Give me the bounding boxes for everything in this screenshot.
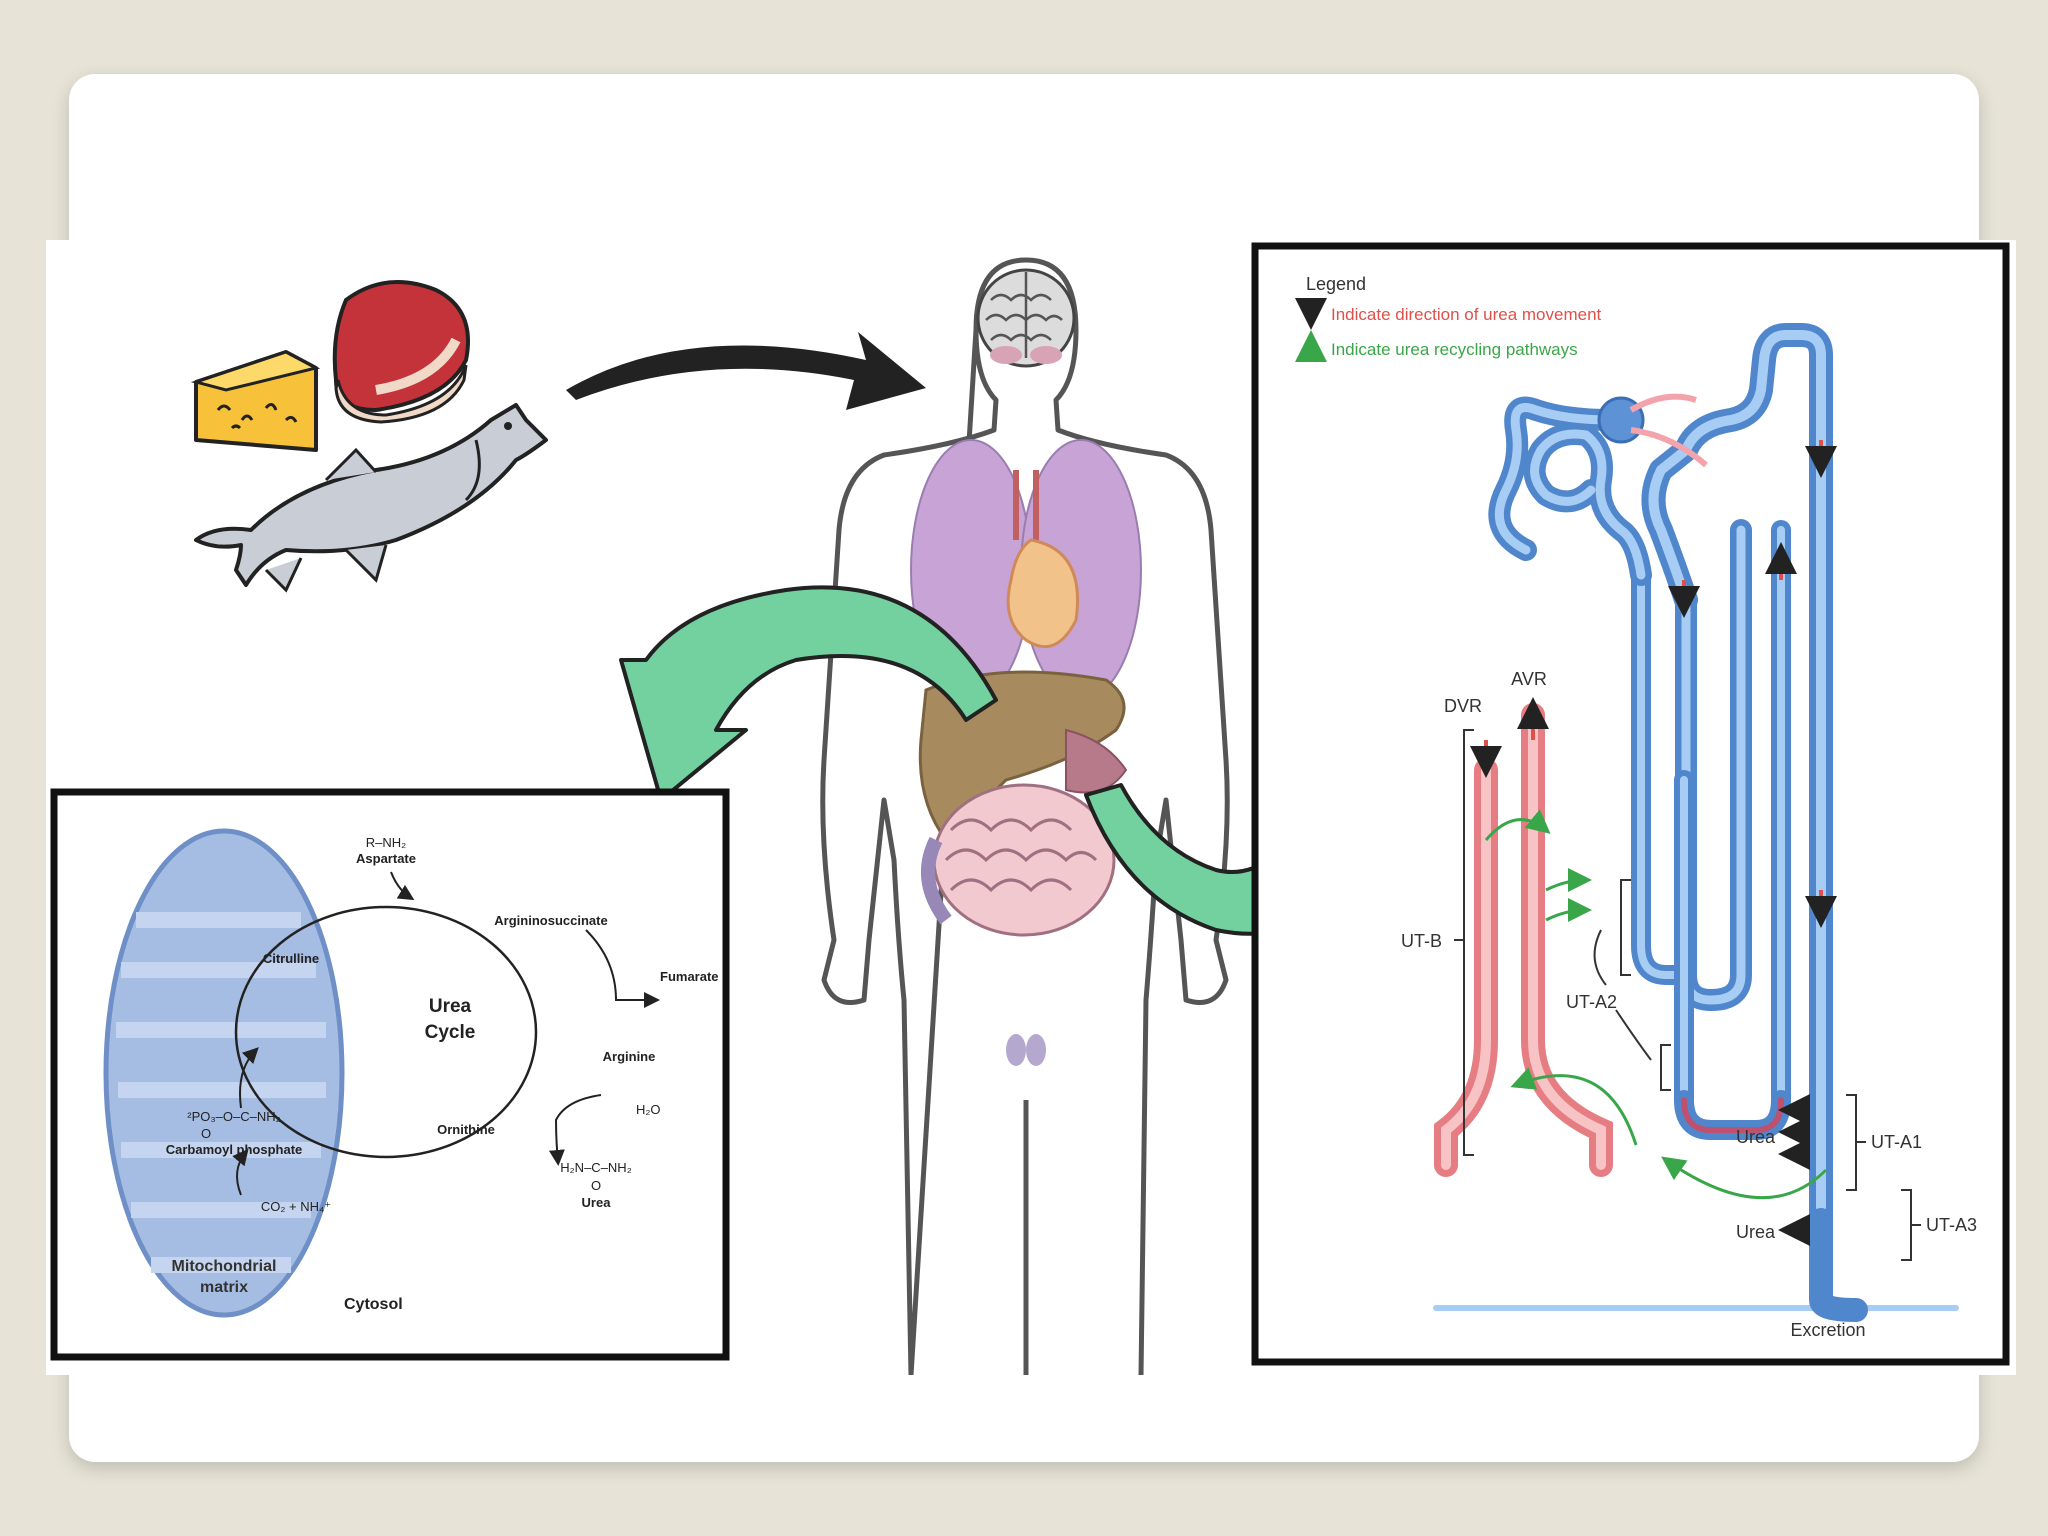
matrix-label-2: matrix xyxy=(200,1279,248,1296)
kidney-small-icon xyxy=(1006,1034,1046,1066)
urea-physiology-diagram: R–NH₂ Aspartate Argininosuccinate Fumara… xyxy=(50,242,2010,1378)
urea-recycling-arrows xyxy=(1484,809,1828,1200)
kidney-panel: Legend Indicate direction of urea moveme… xyxy=(1251,242,2010,1366)
food-group xyxy=(190,280,548,593)
dvr-label: DVR xyxy=(1444,696,1482,716)
urea-oxygen-label: O xyxy=(591,1178,601,1193)
transporter-brackets xyxy=(1454,729,1921,1261)
legend-title: Legend xyxy=(1306,274,1366,294)
meat-icon xyxy=(332,280,470,424)
urea-movement-arrows xyxy=(1470,440,1837,1246)
co2-nh4-label: CO₂ + NH₄⁺ xyxy=(261,1199,331,1214)
urea-label-1: Urea xyxy=(1736,1127,1776,1147)
intestines-icon xyxy=(921,783,1116,937)
avr-label: AVR xyxy=(1511,669,1547,689)
ut-b-label: UT-B xyxy=(1401,931,1442,951)
urea-label-2: Urea xyxy=(1736,1222,1776,1242)
urea-formula-label: H₂N–C–NH₂ xyxy=(560,1160,632,1175)
ut-a3-label: UT-A3 xyxy=(1926,1215,1977,1235)
h2o-label: H₂O xyxy=(636,1102,661,1117)
fish-icon xyxy=(194,403,548,593)
cytosol-label: Cytosol xyxy=(344,1296,403,1313)
legend-green-text: Indicate urea recycling pathways xyxy=(1331,340,1578,359)
digestion-arrow xyxy=(566,332,926,410)
vasa-recta xyxy=(1434,703,1613,1177)
mitochondrion-icon xyxy=(103,828,345,1318)
ut-a2-label: UT-A2 xyxy=(1566,992,1617,1012)
urea-cycle-title-1: Urea xyxy=(429,996,472,1017)
kidney-legend: Legend Indicate direction of urea moveme… xyxy=(1295,274,1602,362)
heart-icon xyxy=(1006,538,1079,649)
argininosuccinate-label: Argininosuccinate xyxy=(494,913,607,928)
citrulline-label: Citrulline xyxy=(263,951,319,966)
carbamoyl-formula-label: ²PO₃–O–C–NH₂ xyxy=(187,1109,280,1124)
cheese-icon xyxy=(190,350,321,452)
urea-cycle-panel: R–NH₂ Aspartate Argininosuccinate Fumara… xyxy=(50,788,730,1361)
aspartate-label: Aspartate xyxy=(356,851,416,866)
human-body xyxy=(820,257,1230,1378)
ornithine-label: Ornithine xyxy=(437,1122,495,1137)
nephron-tubules xyxy=(1433,323,1959,1322)
fumarate-label: Fumarate xyxy=(660,969,719,984)
diagram-stage: R–NH₂ Aspartate Argininosuccinate Fumara… xyxy=(46,240,2016,1378)
carbamoyl-oxygen-label: O xyxy=(201,1126,211,1141)
liver-to-urea-cycle-arrow xyxy=(619,585,998,802)
excretion-label: Excretion xyxy=(1790,1320,1865,1340)
brain-icon xyxy=(976,268,1076,368)
matrix-label-1: Mitochondrial xyxy=(172,1258,277,1275)
urea-cycle-title-2: Cycle xyxy=(425,1022,476,1043)
r-nh2-label: R–NH₂ xyxy=(366,835,406,850)
glomerulus-icon xyxy=(1597,393,1708,468)
urea-label: Urea xyxy=(582,1195,612,1210)
legend-red-text: Indicate direction of urea movement xyxy=(1331,305,1602,324)
carbamoyl-phosphate-label: Carbamoyl phosphate xyxy=(166,1142,303,1157)
ut-a1-label: UT-A1 xyxy=(1871,1132,1922,1152)
arginine-label: Arginine xyxy=(603,1049,656,1064)
